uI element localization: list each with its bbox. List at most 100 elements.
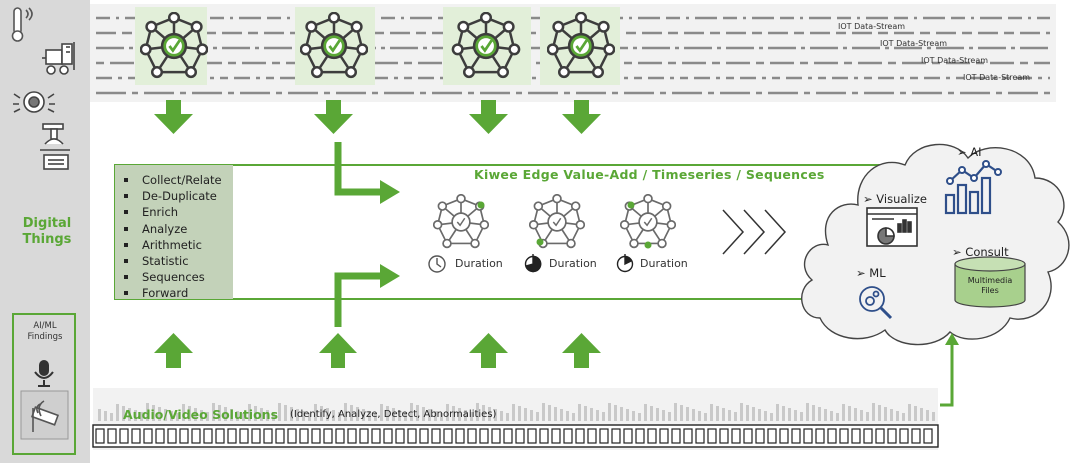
database-label-line: Files: [981, 286, 999, 295]
equalizer-bar: [296, 409, 299, 421]
equalizer-bar: [638, 413, 641, 421]
duration-label: Duration: [455, 257, 503, 270]
equalizer-bar: [440, 413, 443, 421]
equalizer-bar: [428, 409, 431, 421]
equalizer-bar: [308, 413, 311, 421]
film-frame: [635, 428, 645, 444]
equalizer-bar: [614, 405, 617, 421]
dashboard-icon: [866, 207, 918, 247]
equalizer-bar: [716, 406, 719, 421]
film-frame: [899, 428, 909, 444]
film-frame: [887, 428, 897, 444]
equalizer-bar: [494, 409, 497, 421]
aiml-findings-label: AI/ML Findings: [14, 321, 76, 343]
cloud-visualize-text: Visualize: [876, 192, 927, 206]
equalizer-bar: [332, 410, 335, 421]
film-frame: [803, 428, 813, 444]
equalizer-bar: [590, 408, 593, 421]
equalizer-bar: [710, 404, 713, 421]
film-frame: [671, 428, 681, 444]
function-item: Enrich: [122, 204, 222, 220]
equalizer-bar: [620, 407, 623, 421]
film-frame: [875, 428, 885, 444]
up-arrows: [154, 333, 601, 368]
bent-arrow-up-right: [334, 272, 380, 327]
film-frame: [275, 428, 285, 444]
film-frame: [395, 428, 405, 444]
film-frame: [311, 428, 321, 444]
equalizer-bar: [146, 403, 149, 421]
equalizer-bar: [248, 404, 251, 421]
equalizer-bar: [926, 410, 929, 421]
equalizer-bar: [812, 405, 815, 421]
film-strip-frames: [95, 428, 933, 444]
arrow-to-cloud-head: [945, 333, 959, 345]
equalizer-bar: [836, 413, 839, 421]
equalizer-bar: [206, 412, 209, 421]
bent-arrow-down-right: [334, 142, 380, 196]
film-frame: [923, 428, 933, 444]
film-frame: [611, 428, 621, 444]
equalizer-bar: [506, 413, 509, 421]
equalizer-bar: [518, 406, 521, 421]
equalizer-bar: [500, 411, 503, 421]
film-frame: [383, 428, 393, 444]
equalizer-bar: [572, 413, 575, 421]
function-item: Forward: [122, 285, 222, 301]
cloud-ml-label: ➢ ML: [856, 266, 886, 280]
film-frame: [479, 428, 489, 444]
equalizer-bars: [98, 403, 935, 421]
equalizer-bar: [758, 409, 761, 421]
equalizer-bar: [596, 410, 599, 421]
film-frame: [323, 428, 333, 444]
film-frame: [131, 428, 141, 444]
equalizer-bar: [392, 408, 395, 421]
equalizer-bar: [398, 410, 401, 421]
equalizer-bar: [344, 403, 347, 421]
equalizer-bar: [170, 411, 173, 421]
equalizer-bar: [356, 407, 359, 421]
film-frame: [839, 428, 849, 444]
equalizer-bar: [410, 403, 413, 421]
film-frame: [107, 428, 117, 444]
equalizer-bar: [752, 407, 755, 421]
bar-chart-icon: [944, 160, 1002, 215]
equalizer-bar: [116, 404, 119, 421]
equalizer-bar: [338, 412, 341, 421]
film-frame: [599, 428, 609, 444]
equalizer-bar: [236, 411, 239, 421]
equalizer-bar: [842, 404, 845, 421]
film-frame: [731, 428, 741, 444]
equalizer-bar: [404, 412, 407, 421]
equalizer-bar: [452, 406, 455, 421]
thermometer-icon: [11, 7, 33, 42]
equalizer-bar: [350, 405, 353, 421]
equalizer-bar: [140, 412, 143, 421]
equalizer-bar: [680, 405, 683, 421]
equalizer-bar: [182, 404, 185, 421]
equalizer-bar: [464, 410, 467, 421]
equalizer-bar: [194, 408, 197, 421]
equalizer-bar: [446, 404, 449, 421]
equalizer-bar: [122, 406, 125, 421]
bent-arrow-up-right-head: [380, 264, 400, 288]
equalizer-bar: [602, 412, 605, 421]
function-item: De-Duplicate: [122, 188, 222, 204]
film-frame: [371, 428, 381, 444]
iot-stream-label: IOT Data-Stream: [838, 22, 906, 31]
equalizer-bar: [698, 411, 701, 421]
equalizer-bar: [152, 405, 155, 421]
equalizer-bar: [782, 406, 785, 421]
duration-label: Duration: [549, 257, 597, 270]
equalizer-bar: [482, 405, 485, 421]
film-frame: [419, 428, 429, 444]
equalizer-bar: [656, 408, 659, 421]
equalizer-bar: [788, 408, 791, 421]
film-frame: [755, 428, 765, 444]
equalizer-bar: [806, 403, 809, 421]
film-frame: [203, 428, 213, 444]
equalizer-bar: [218, 405, 221, 421]
audio-video-title: Audio/Video Solutions: [123, 407, 279, 422]
film-frame: [503, 428, 513, 444]
equalizer-bar: [920, 408, 923, 421]
